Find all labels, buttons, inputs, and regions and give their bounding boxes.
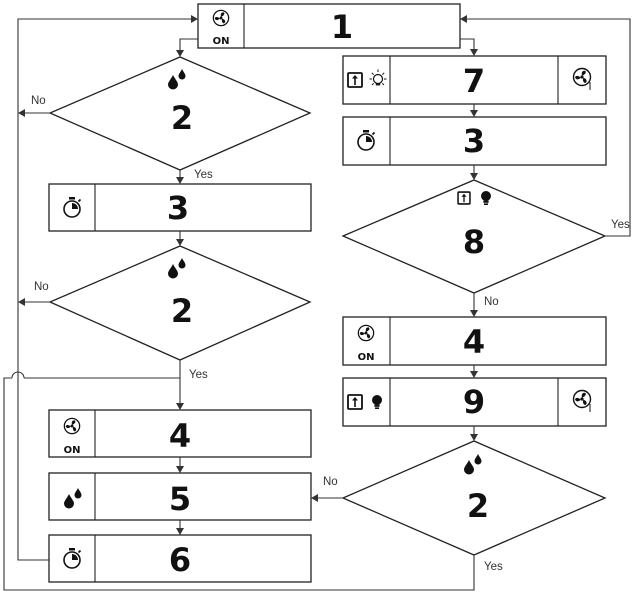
- connectors: [3, 15, 631, 591]
- decision-2-number: 2: [171, 99, 193, 137]
- step-9-number: 9: [463, 383, 485, 421]
- step-5-box: 5: [48, 472, 312, 521]
- branch-labels: No Yes No Yes Yes No No Yes: [31, 95, 630, 573]
- step-7-number: 7: [463, 62, 485, 100]
- step-3-left-box: 3: [48, 183, 312, 232]
- no-label: No: [323, 476, 338, 488]
- step-4-left-number: 4: [169, 417, 191, 455]
- fan-on-icon: ON: [213, 9, 230, 47]
- step-1-box: ON 1: [197, 3, 461, 49]
- fan-on-icon: ON: [358, 324, 375, 363]
- yes-label: Yes: [194, 169, 213, 181]
- yes-label: Yes: [611, 219, 630, 231]
- decision-2-mid-left: 2: [48, 245, 312, 361]
- step-1-number: 1: [331, 8, 353, 46]
- no-label: No: [31, 95, 46, 107]
- decision-2-top-left: 2: [48, 56, 312, 171]
- step-6-number: 6: [169, 541, 191, 579]
- svg-text:ON: ON: [358, 352, 375, 363]
- step-7-box: 7: [342, 55, 607, 105]
- yes-label: Yes: [189, 369, 208, 381]
- decision-2-bottom-right: 2: [341, 440, 607, 556]
- decision-8-number: 8: [463, 223, 485, 261]
- decision-8: 8: [341, 179, 607, 294]
- step-4-left-box: ON 4: [48, 409, 312, 458]
- decision-2-mid-number: 2: [171, 292, 193, 330]
- step-4-right-box: ON 4: [342, 316, 607, 366]
- step-3-right-box: 3: [342, 116, 607, 166]
- step-4-right-number: 4: [463, 323, 485, 361]
- step-5-number: 5: [169, 480, 191, 518]
- svg-text:ON: ON: [64, 445, 81, 456]
- step-3-left-number: 3: [167, 189, 189, 227]
- no-label: No: [34, 281, 49, 293]
- decision-2-bottom-number: 2: [467, 487, 489, 525]
- svg-text:ON: ON: [213, 36, 230, 47]
- yes-label: Yes: [484, 561, 503, 573]
- step-9-box: 9: [342, 377, 607, 427]
- step-3-right-number: 3: [463, 122, 485, 160]
- fan-on-icon: ON: [64, 417, 81, 456]
- step-6-box: 6: [48, 534, 312, 583]
- no-label: No: [484, 296, 499, 308]
